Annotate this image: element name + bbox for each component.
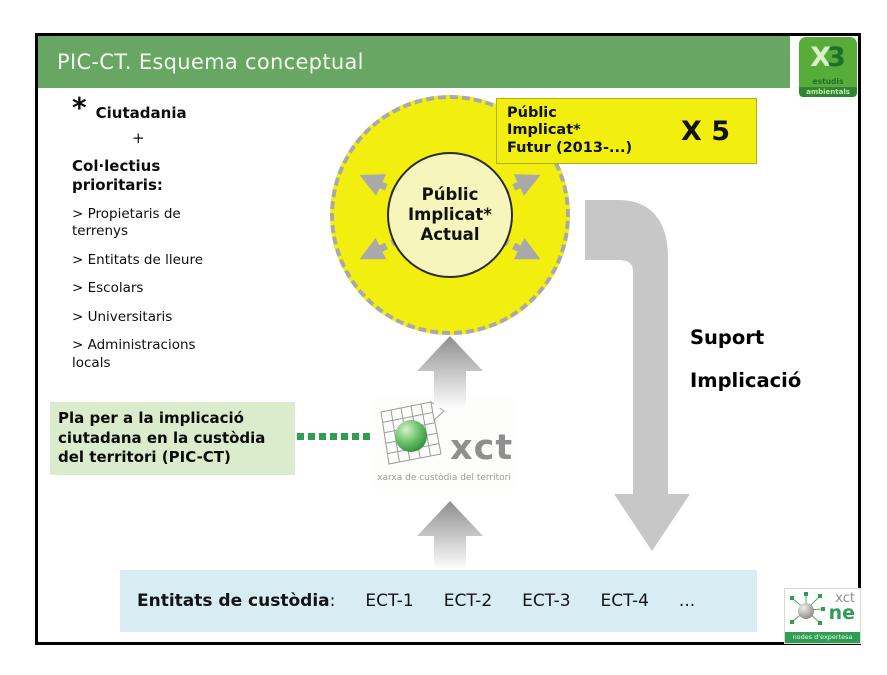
xct-ne-logo-caption: nodes d'expertesa [785, 632, 860, 643]
ect-item: ECT-2 [443, 591, 493, 611]
flow-labels: Suport Implicació [690, 326, 801, 412]
priority-groups-heading: Col·lectius prioritaris: [72, 157, 163, 194]
xct-ne-logo-ne: ne [828, 602, 855, 624]
x3-estudis-ambientals-logo: X 3 estudis ambientals [799, 37, 857, 97]
list-item: > Propietaris de terrenys [72, 205, 181, 240]
multiplier-label: X 5 [680, 115, 730, 147]
xct-ne-logo-text: xct [835, 591, 855, 606]
list-item: > Escolars [72, 280, 144, 297]
current-public-circle: Públic Implicat* Actual [387, 152, 513, 278]
stakeholders-panel: * Ciutadania + Col·lectius prioritaris: … [72, 94, 272, 383]
stakeholders-heading-row: * Ciutadania [72, 91, 272, 124]
list-item: > Administracions locals [72, 337, 196, 371]
future-public-box: Públic Implicat* Futur (2013-...) X 5 [496, 98, 757, 164]
list-item: > Entitats de lleure [72, 251, 204, 268]
pic-ct-plan-box: Pla per a la implicació ciutadana en la … [50, 402, 295, 475]
xct-ne-logo: xct ne nodes d'expertesa [784, 588, 861, 644]
x3-logo-icon: X 3 [799, 37, 857, 77]
suport-label: Suport [690, 326, 765, 349]
xct-logo-text: xct [450, 428, 514, 468]
asterisk-marker: * [72, 91, 87, 124]
ect-item: ECT-3 [522, 591, 571, 611]
slide-header: PIC-CT. Esquema conceptual [38, 36, 790, 88]
ect-item: ECT-1 [365, 591, 414, 611]
dotted-connector-line [297, 433, 370, 440]
future-public-label: Públic Implicat* Futur (2013-...) [507, 105, 633, 156]
x3-logo-line1: estudis [799, 77, 857, 87]
x3-logo-line2: ambientals [799, 87, 857, 97]
stakeholders-heading: Ciutadania [95, 104, 187, 122]
xct-logo-caption: xarxa de custòdia del territori [377, 473, 511, 483]
list-item: > Universitaris [72, 308, 173, 325]
entitats-custodia-bar: Entitats de custòdia: ECT-1 ECT-2 ECT-3 … [120, 570, 757, 632]
entitats-colon: : [329, 591, 336, 611]
ect-item-ellipsis: ... [678, 591, 696, 611]
page-title: PIC-CT. Esquema conceptual [57, 50, 364, 74]
x3-logo-x: X [810, 41, 832, 73]
xct-ne-network-icon [790, 592, 825, 625]
implicacio-label: Implicació [690, 369, 802, 392]
plus-sign: + [132, 129, 145, 147]
xct-logo: xct xarxa de custòdia del territori [374, 396, 514, 490]
entitats-label: Entitats de custòdia [137, 591, 330, 611]
x3-logo-three: 3 [827, 41, 846, 73]
ect-item: ECT-4 [600, 591, 649, 611]
xct-grid-sphere-icon [380, 400, 445, 465]
